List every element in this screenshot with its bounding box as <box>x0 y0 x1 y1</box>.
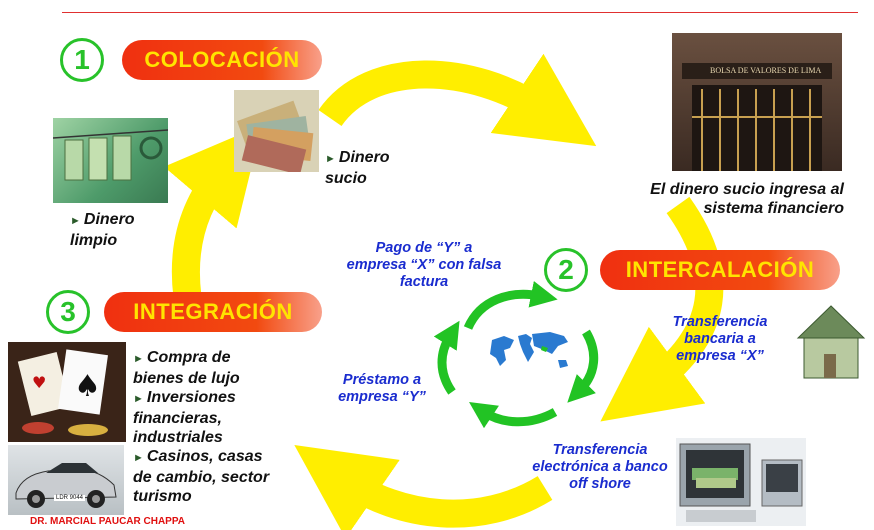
stage-3-label: INTEGRACIÓN <box>133 299 293 324</box>
sports-car-icon: LDR 9044 <box>8 445 124 515</box>
cash-fan-icon <box>234 90 319 172</box>
money-on-clothesline-icon <box>53 118 168 203</box>
integration-item: ►Casinos, casas de cambio, sector turism… <box>133 448 270 505</box>
stock-exchange-sign: BOLSA DE VALORES DE LIMA <box>710 66 822 75</box>
arrow-bottom <box>294 445 553 530</box>
arrow-right <box>600 196 724 422</box>
author-credit: DR. MARCIAL PAUCAR CHAPPA <box>30 516 185 527</box>
bullet-icon: ► <box>70 215 81 227</box>
stage-3-number: 3 <box>46 290 90 334</box>
stage-2-label: INTERCALACIÓN <box>625 257 815 282</box>
label-ingresa-sistema: El dinero sucio ingresa al sistema finan… <box>650 181 844 217</box>
label-dinero-limpio: ►Dinero limpio <box>70 211 135 249</box>
stock-exchange-building-icon: BOLSA DE VALORES DE LIMA <box>672 33 842 171</box>
bullet-icon: ► <box>133 353 144 365</box>
integration-item: ►Compra de bienes de lujo <box>133 349 240 387</box>
top-rule <box>62 12 858 13</box>
money-house-icon <box>796 304 866 384</box>
integration-list: ►Compra de bienes de lujo ►Inversiones f… <box>133 348 275 506</box>
arrow-top <box>318 53 597 147</box>
integration-item: ►Inversiones financieras, industriales <box>133 389 236 446</box>
label-dinero-sucio: ►Dinero sucio <box>325 149 390 187</box>
label-transferencia-bancaria: Transferencia bancaria a empresa “X” <box>672 314 768 364</box>
stage-2-banner: INTERCALACIÓN <box>600 250 840 290</box>
svg-text:♥: ♥ <box>32 373 46 392</box>
stage-1-banner: COLOCACIÓN <box>122 40 322 80</box>
stage-2-number: 2 <box>544 248 588 292</box>
car-license-plate: LDR 9044 <box>54 495 86 501</box>
label-pago: Pago de “Y” a empresa “X” con falsa fact… <box>346 240 502 290</box>
stage-1-number: 1 <box>60 38 104 82</box>
bullet-icon: ► <box>133 393 144 405</box>
svg-text:♠: ♠ <box>74 369 101 404</box>
stage-1-label: COLOCACIÓN <box>144 47 300 72</box>
label-transferencia-electronica: Transferencia electrónica a banco off sh… <box>532 442 668 492</box>
world-map-icon <box>490 332 568 368</box>
bullet-icon: ► <box>325 153 336 165</box>
casino-cards-icon: ♠ ♥ <box>8 342 126 442</box>
bullet-icon: ► <box>133 452 144 464</box>
stage-3-banner: INTEGRACIÓN <box>104 292 322 332</box>
label-prestamo: Préstamo a empresa “Y” <box>338 372 426 405</box>
computer-money-icon <box>676 438 806 526</box>
